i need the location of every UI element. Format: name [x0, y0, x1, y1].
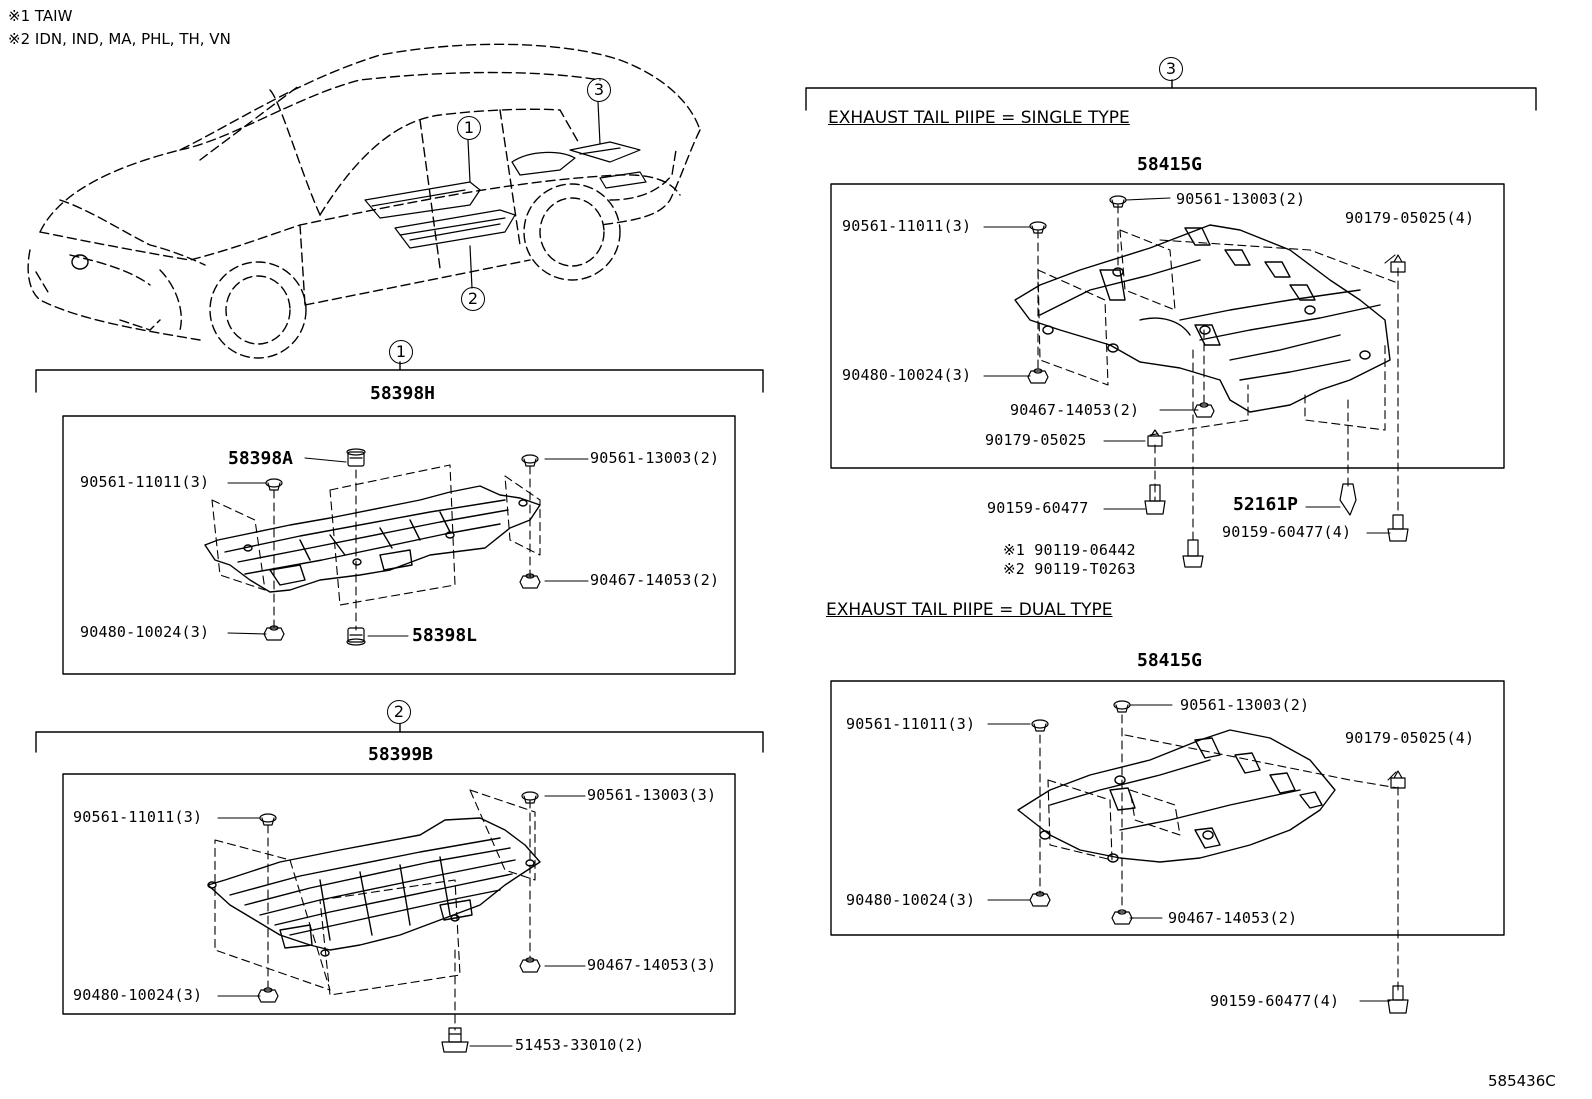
dual-fasteners [1029, 700, 1409, 1014]
single-leaders [983, 197, 1396, 534]
group2-assembly-number: 58399B [368, 744, 434, 765]
s-part-90159-60477: 90159-60477 [987, 499, 1089, 517]
d-part-90467-14053: 90467-14053(2) [1168, 909, 1298, 927]
note-2: ※2 IDN, IND, MA, PHL, TH, VN [8, 30, 231, 48]
s-part-90561-11011: 90561-11011(3) [842, 217, 972, 235]
s-part-90561-13003: 90561-13003(2) [1176, 190, 1306, 208]
g1-part-90480-10024: 90480-10024(3) [80, 623, 210, 641]
note-1: ※1 TAIW [8, 7, 73, 25]
d-part-90480-10024: 90480-10024(3) [846, 891, 976, 909]
s-part-90179-05025-4: 90179-05025(4) [1345, 209, 1475, 227]
g2-part-51453-33010: 51453-33010(2) [515, 1036, 645, 1054]
g2-part-90467-14053: 90467-14053(3) [587, 956, 717, 974]
single-cover-drawing [1014, 224, 1391, 413]
d-part-90561-11011: 90561-11011(3) [846, 715, 976, 733]
group2-dash-lines [214, 789, 536, 1031]
g2-part-90480-10024: 90480-10024(3) [73, 986, 203, 1004]
group2-callout: 2 [387, 700, 411, 724]
g1-part-90467-14053: 90467-14053(2) [590, 571, 720, 589]
s-part-90159-60477-4: 90159-60477(4) [1222, 523, 1352, 541]
d-part-90561-13003: 90561-13003(2) [1180, 696, 1310, 714]
illustration-code: 585436C [1488, 1072, 1556, 1090]
group1-cover-drawing [204, 485, 541, 593]
g1-part-90561-13003: 90561-13003(2) [590, 449, 720, 467]
group3-frame [805, 79, 1537, 936]
vehicle-callout-1: 1 [457, 116, 481, 140]
s-part-90480-10024: 90480-10024(3) [842, 366, 972, 384]
s-part-90467-14053: 90467-14053(2) [1010, 401, 1140, 419]
g2-part-90561-11011: 90561-11011(3) [73, 808, 203, 826]
single-dash-lines [1037, 204, 1399, 541]
part-58398A: 58398A [228, 448, 294, 469]
g1-part-90561-11011: 90561-11011(3) [80, 473, 210, 491]
s-part-90119-T0263: ※2 90119-T0263 [1003, 560, 1136, 578]
dual-cover-drawing [1017, 729, 1336, 863]
dual-assembly-number: 58415G [1137, 650, 1203, 671]
vehicle-callout-3: 3 [587, 78, 611, 102]
s-part-90119-06442: ※1 90119-06442 [1003, 541, 1136, 559]
single-assembly-number: 58415G [1137, 154, 1203, 175]
group1-fasteners [263, 448, 541, 646]
part-58398L: 58398L [412, 625, 478, 646]
group2-fasteners [257, 791, 541, 1053]
dual-leaders [987, 704, 1397, 1002]
group2-cover-drawing [207, 817, 541, 957]
group3-callout: 3 [1159, 57, 1183, 81]
group1-assembly-number: 58398H [370, 383, 436, 404]
single-type-title: EXHAUST TAIL PIIPE = SINGLE TYPE [828, 108, 1130, 128]
group2-frame [35, 723, 764, 1015]
single-fasteners [1027, 195, 1409, 568]
s-part-52161P: 52161P [1233, 494, 1299, 515]
group1-dash-lines [211, 464, 541, 633]
dual-dash-lines [1039, 714, 1399, 991]
d-part-90179-05025-4: 90179-05025(4) [1345, 729, 1475, 747]
s-part-90179-05025: 90179-05025 [985, 431, 1087, 449]
g2-part-90561-13003: 90561-13003(3) [587, 786, 717, 804]
group2-leaders [217, 795, 586, 1047]
group1-leaders [227, 457, 589, 637]
d-part-90159-60477-4: 90159-60477(4) [1210, 992, 1340, 1010]
dual-type-title: EXHAUST TAIL PIIPE = DUAL TYPE [826, 600, 1113, 620]
vehicle-undercover-highlights [364, 101, 647, 289]
vehicle-callout-2: 2 [461, 287, 485, 311]
group1-callout: 1 [389, 340, 413, 364]
